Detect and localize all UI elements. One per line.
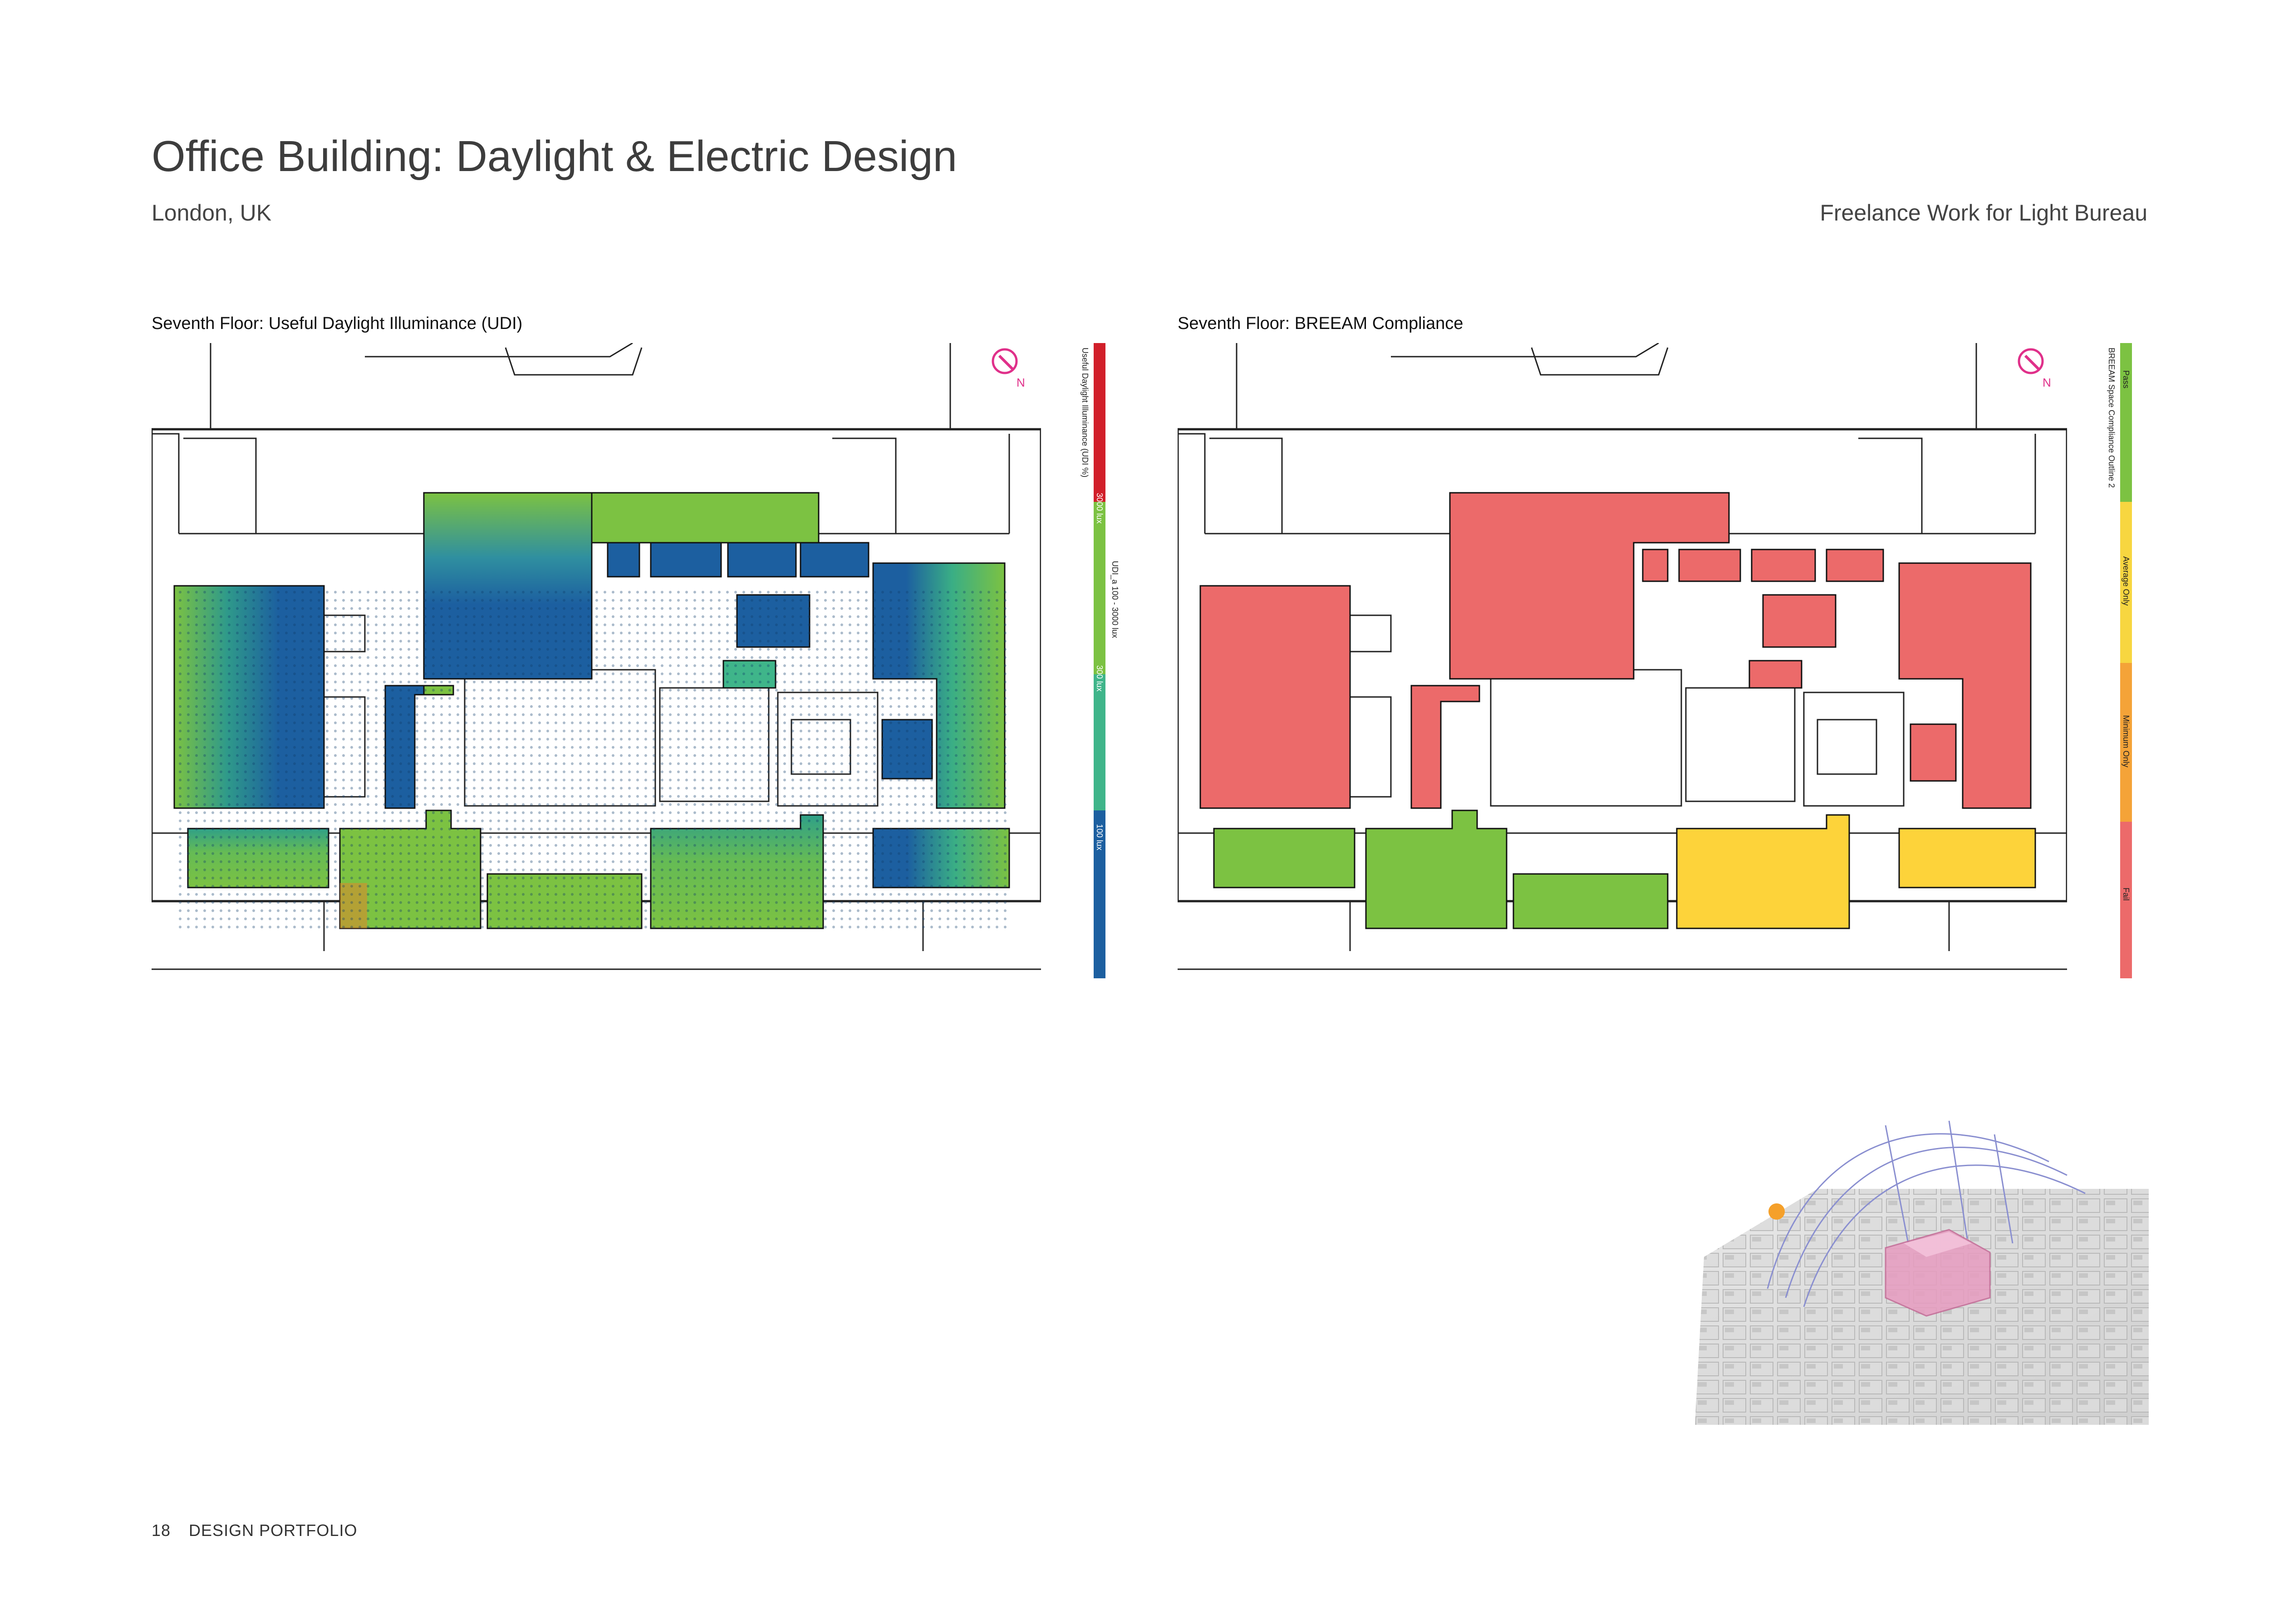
udi-plan-title: Seventh Floor: Useful Daylight Illuminan… xyxy=(152,314,523,333)
udi-heatmap-zones xyxy=(173,492,1010,931)
page-title: Office Building: Daylight & Electric Des… xyxy=(152,132,958,181)
breeam-legend-label-fail: Fail xyxy=(2122,888,2131,901)
breeam-legend-label-average: Average Only xyxy=(2122,556,2131,606)
breeam-legend: BREEAM Space Compliance Outline 2 Pass A… xyxy=(2107,343,2132,978)
page-subtitle: London, UK xyxy=(152,200,272,226)
udi-legend-title: Useful Daylight Illuminance (UDI %) xyxy=(1080,348,1090,478)
udi-floor-plan: N xyxy=(152,343,1041,970)
udi-north-label: N xyxy=(1017,376,1025,389)
breeam-plan-title: Seventh Floor: BREEAM Compliance xyxy=(1178,314,1464,333)
page-footer: 18 DESIGN PORTFOLIO xyxy=(152,1521,357,1540)
breeam-floor-plan: N xyxy=(1178,343,2067,970)
udi-legend: Useful Daylight Illuminance (UDI %) UDI_… xyxy=(1080,343,1120,978)
breeam-legend-band-minimum xyxy=(2120,663,2132,822)
udi-legend-band-useful xyxy=(1094,502,1105,674)
udi-legend-range: UDI_a 100 - 3000 lux xyxy=(1110,561,1120,638)
udi-legend-band-low xyxy=(1094,810,1105,978)
udi-legend-band-supplementary xyxy=(1094,674,1105,810)
page-number: 18 xyxy=(152,1521,171,1540)
breeam-legend-label-minimum: Minimum Only xyxy=(2122,715,2131,768)
credit-text: Freelance Work for Light Bureau xyxy=(1820,200,2147,226)
subject-building-roof xyxy=(1904,1232,1972,1257)
breeam-north-label: N xyxy=(2043,376,2051,389)
udi-north-arrow: N xyxy=(992,348,1025,389)
breeam-north-arrow: N xyxy=(2018,348,2051,389)
breeam-legend-band-fail xyxy=(2120,822,2132,978)
sun-path-context-render xyxy=(1695,1120,2149,1425)
sun-path-arcs xyxy=(1767,1120,2086,1307)
breeam-legend-band-pass xyxy=(2120,343,2132,502)
sun-icon xyxy=(1768,1203,1785,1220)
udi-legend-tick-300: 300 lux xyxy=(1095,665,1104,692)
breeam-legend-label-pass: Pass xyxy=(2122,370,2131,389)
udi-legend-tick-100: 100 lux xyxy=(1095,824,1104,851)
subject-building-highlight xyxy=(1885,1229,1991,1317)
udi-legend-tick-3000: 3000 lux xyxy=(1095,493,1104,524)
breeam-legend-title: BREEAM Space Compliance Outline 2 xyxy=(2107,348,2116,488)
breeam-compliance-zones xyxy=(1199,492,2036,929)
udi-legend-band-high xyxy=(1094,343,1105,502)
footer-label: DESIGN PORTFOLIO xyxy=(189,1521,358,1540)
breeam-legend-band-average xyxy=(2120,502,2132,663)
